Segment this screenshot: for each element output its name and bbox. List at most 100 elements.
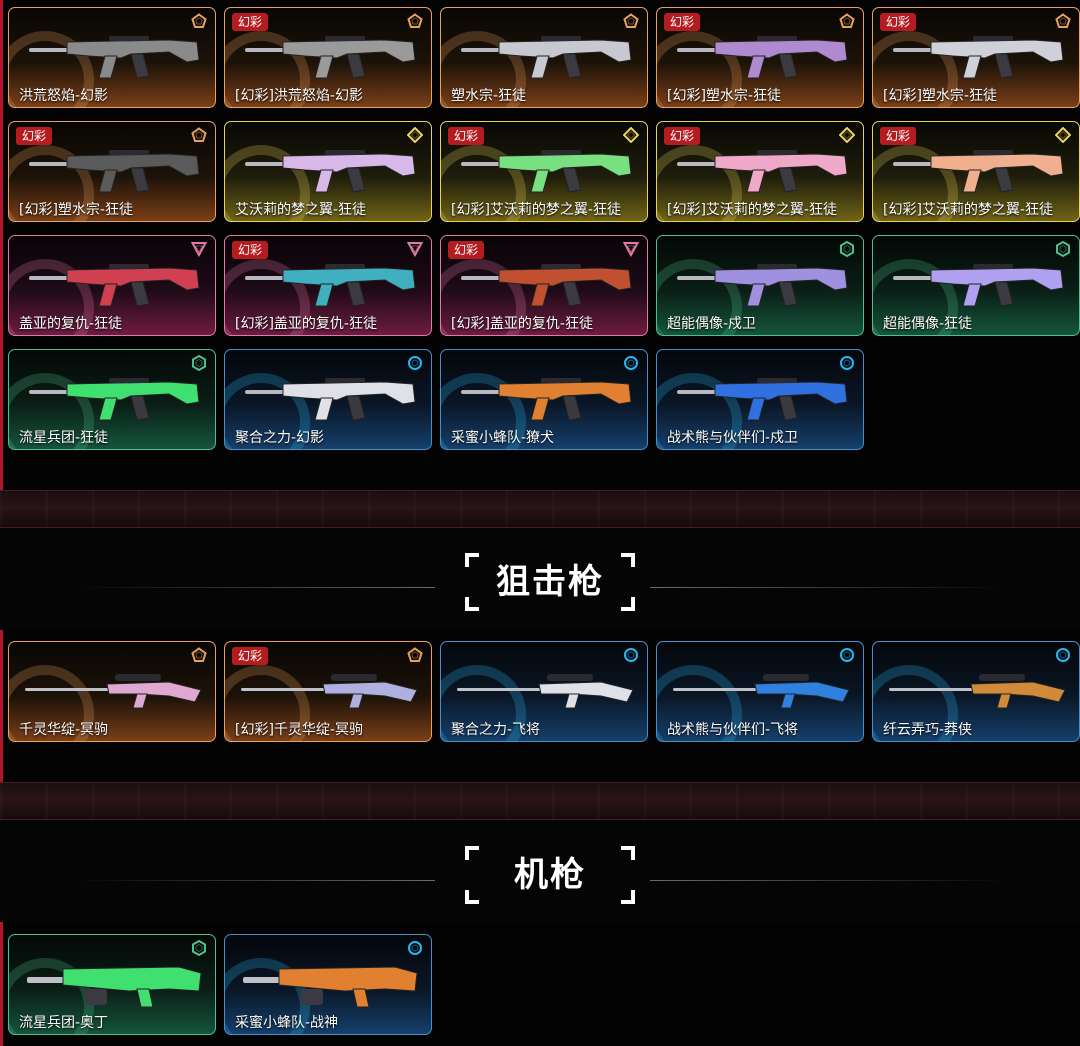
- skin-name: 超能偶像-戍卫: [667, 316, 757, 332]
- diamond-icon: [623, 127, 639, 143]
- chroma-badge: 幻彩: [232, 241, 269, 259]
- skin-name: 聚合之力-幻影: [235, 430, 325, 446]
- sniper-skin-card[interactable]: 幻彩 [幻彩]千灵华绽-冥驹: [224, 641, 432, 742]
- rifle-skin-card[interactable]: 幻彩[幻彩]艾沃莉的梦之翼-狂徒: [440, 121, 648, 222]
- rifle-skin-card[interactable]: 幻彩[幻彩]盖亚的复仇-狂徒: [440, 235, 648, 336]
- tier-watermark-icon: [225, 373, 310, 449]
- skin-name: 聚合之力-飞将: [451, 722, 541, 738]
- rifle-skin-card[interactable]: 采蜜小蜂队-獠犬: [440, 349, 648, 450]
- rifle-weapon-icon: [245, 36, 416, 79]
- pentagon-icon: [623, 13, 639, 28]
- mg-section-title-text: 机枪: [514, 855, 586, 895]
- skin-name: 战术熊与伙伴们-飞将: [667, 722, 799, 738]
- rifle-skin-card[interactable]: 洪荒怒焰-幻影: [8, 7, 216, 108]
- circle-icon: [624, 648, 638, 662]
- skin-name: 纤云弄巧-莽侠: [883, 722, 973, 738]
- rifle-skin-card[interactable]: 战术熊与伙伴们-戍卫: [656, 349, 864, 450]
- machine-gun-weapon-icon: [243, 966, 418, 1008]
- rifle-weapon-icon: [461, 264, 632, 307]
- skin-name: [幻彩]艾沃莉的梦之翼-狂徒: [667, 202, 837, 218]
- tier-watermark-icon: [657, 145, 742, 221]
- tier-watermark-icon: [657, 259, 742, 335]
- sniper-section-title: 狙击枪: [465, 553, 635, 623]
- bracket-top-right: [621, 553, 635, 567]
- section-divider-band: [0, 490, 1080, 528]
- rifle-skin-card[interactable]: 幻彩[幻彩]盖亚的复仇-狂徒: [224, 235, 432, 336]
- tier-watermark-icon: [225, 958, 310, 1034]
- skin-name: [幻彩]盖亚的复仇-狂徒: [451, 316, 593, 332]
- sniper-weapon-icon: [889, 674, 1066, 709]
- rifle-skin-card[interactable]: 超能偶像-狂徒: [872, 235, 1080, 336]
- machine-gun-skin-card[interactable]: 采蜜小蜂队-战神: [224, 934, 432, 1035]
- triangle-icon: [191, 242, 207, 257]
- rifle-skin-card[interactable]: 幻彩 [幻彩]艾沃莉的梦之翼-狂徒: [656, 121, 864, 222]
- skin-name: 艾沃莉的梦之翼-狂徒: [235, 202, 367, 218]
- rifle-weapon-icon: [29, 264, 200, 307]
- bracket-bottom-left: [465, 597, 479, 611]
- rifle-skin-card[interactable]: 塑水宗-狂徒: [440, 7, 648, 108]
- skin-name: 采蜜小蜂队-战神: [235, 1015, 339, 1031]
- rifle-skin-card[interactable]: 幻彩 [幻彩]洪荒怒焰-幻影: [224, 7, 432, 108]
- triangle-icon: [407, 242, 423, 257]
- machine-gun-skin-card[interactable]: 流星兵团-奥丁: [8, 934, 216, 1035]
- pentagon-icon: [191, 647, 207, 662]
- rifle-weapon-icon: [29, 36, 200, 79]
- tier-watermark-icon: [441, 259, 526, 335]
- rifle-weapon-icon: [893, 264, 1064, 307]
- diamond-icon: [1055, 127, 1071, 143]
- skin-name: 战术熊与伙伴们-戍卫: [667, 430, 799, 446]
- skin-name: [幻彩]塑水宗-狂徒: [19, 202, 133, 218]
- sniper-skin-card[interactable]: 聚合之力-飞将: [440, 641, 648, 742]
- skin-name: 超能偶像-狂徒: [883, 316, 973, 332]
- tier-watermark-icon: [441, 145, 526, 221]
- rifle-weapon-icon: [677, 264, 848, 307]
- rifle-skin-card[interactable]: 流星兵团-狂徒: [8, 349, 216, 450]
- tier-watermark-icon: [9, 145, 94, 221]
- machine-gun-weapon-icon: [27, 966, 202, 1008]
- mg-section-header: 机枪: [0, 846, 1080, 916]
- rifle-weapon-icon: [29, 150, 200, 193]
- sniper-skin-card[interactable]: 千灵华绽-冥驹: [8, 641, 216, 742]
- rifle-weapon-icon: [461, 150, 632, 193]
- rifle-skin-card[interactable]: 艾沃莉的梦之翼-狂徒: [224, 121, 432, 222]
- tier-watermark-icon: [873, 259, 958, 335]
- pentagon-icon: [407, 13, 423, 28]
- skin-name: 塑水宗-狂徒: [451, 88, 527, 104]
- rifle-skin-card[interactable]: 盖亚的复仇-狂徒: [8, 235, 216, 336]
- skin-name: 洪荒怒焰-幻影: [19, 88, 109, 104]
- tier-watermark-icon: [225, 31, 310, 107]
- rifle-weapon-icon: [29, 378, 200, 421]
- tier-watermark-icon: [873, 145, 958, 221]
- rifle-skin-card[interactable]: 幻彩 [幻彩]艾沃莉的梦之翼-狂徒: [872, 121, 1080, 222]
- rifle-skin-card[interactable]: 幻彩[幻彩]塑水宗-狂徒: [656, 7, 864, 108]
- chroma-badge: 幻彩: [880, 127, 917, 145]
- rifle-weapon-icon: [893, 150, 1064, 193]
- skin-name: [幻彩]艾沃莉的梦之翼-狂徒: [883, 202, 1053, 218]
- sniper-skin-card[interactable]: 战术熊与伙伴们-飞将: [656, 641, 864, 742]
- skin-name: 千灵华绽-冥驹: [19, 722, 109, 738]
- rifle-skin-card[interactable]: 幻彩[幻彩]塑水宗-狂徒: [8, 121, 216, 222]
- rifle-weapon-icon: [245, 264, 416, 307]
- pentagon-icon: [839, 13, 855, 28]
- skin-name: [幻彩]千灵华绽-冥驹: [235, 722, 363, 738]
- rifle-weapon-icon: [677, 378, 848, 421]
- skin-name: 采蜜小蜂队-獠犬: [451, 430, 555, 446]
- chroma-badge: 幻彩: [664, 13, 701, 31]
- tier-watermark-icon: [873, 31, 958, 107]
- tier-watermark-icon: [441, 665, 526, 741]
- rifle-skin-card[interactable]: 聚合之力-幻影: [224, 349, 432, 450]
- skin-name: [幻彩]洪荒怒焰-幻影: [235, 88, 363, 104]
- skin-name: [幻彩]塑水宗-狂徒: [883, 88, 997, 104]
- circle-icon: [408, 356, 422, 370]
- chroma-badge: 幻彩: [232, 13, 269, 31]
- chroma-badge: 幻彩: [232, 647, 269, 665]
- chroma-badge: 幻彩: [664, 127, 701, 145]
- bracket-top-right: [621, 846, 635, 860]
- sniper-section-header: 狙击枪: [0, 553, 1080, 623]
- tier-watermark-icon: [657, 373, 742, 449]
- header-line-right: [650, 880, 1010, 881]
- rifle-skin-card[interactable]: 超能偶像-戍卫: [656, 235, 864, 336]
- sniper-skin-card[interactable]: 纤云弄巧-莽侠: [872, 641, 1080, 742]
- rifle-weapon-icon: [461, 36, 632, 79]
- rifle-skin-card[interactable]: 幻彩[幻彩]塑水宗-狂徒: [872, 7, 1080, 108]
